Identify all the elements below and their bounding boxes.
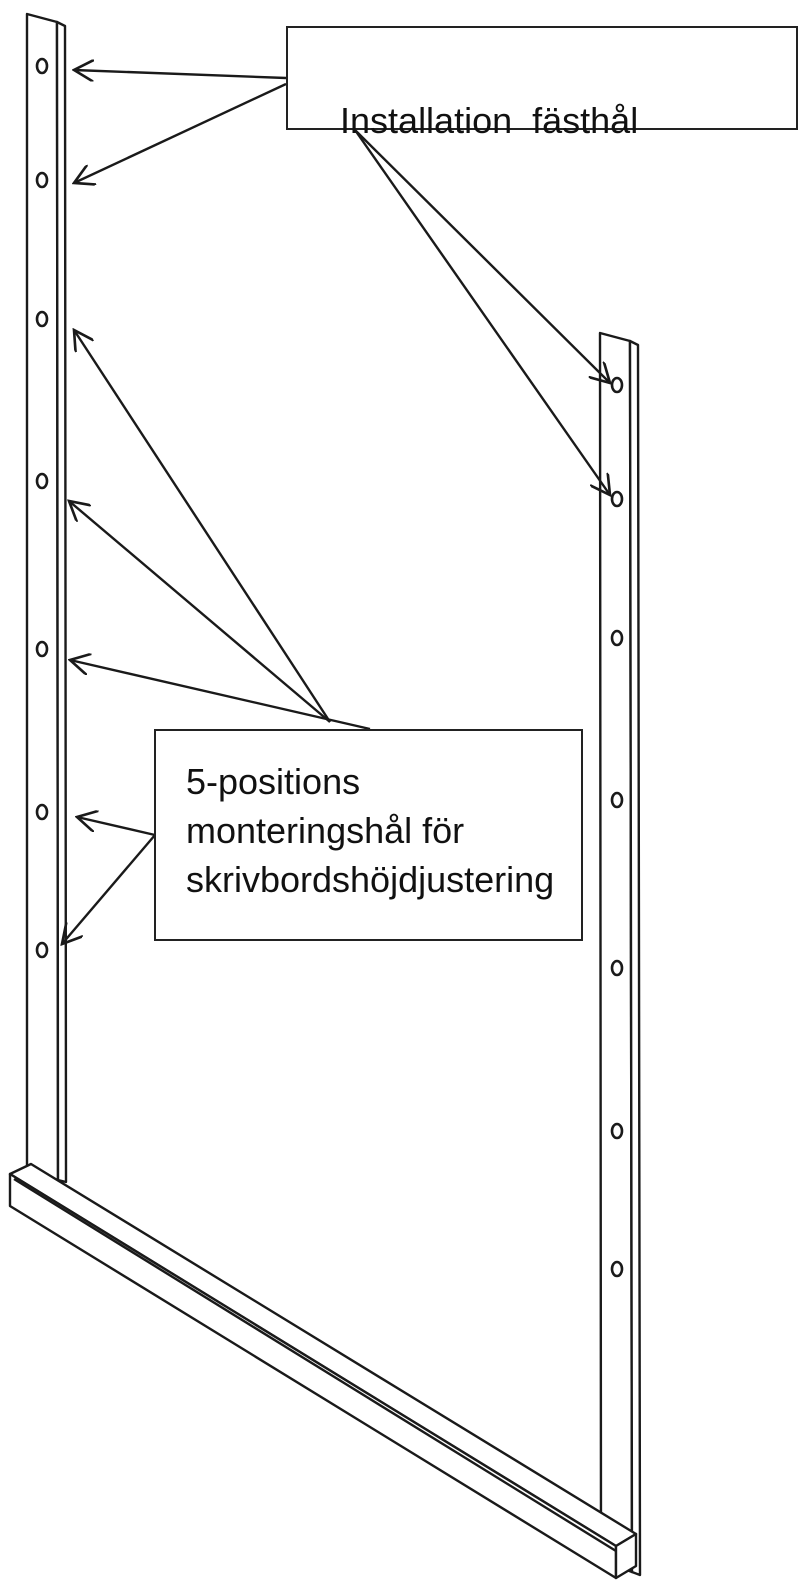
hole (610, 1260, 624, 1278)
hole (610, 791, 624, 809)
hole (35, 171, 49, 189)
left-upright-post (25, 12, 68, 1184)
arrow (354, 129, 610, 495)
hole (610, 959, 624, 977)
height-positions-line-2: monteringshål för (186, 810, 465, 851)
hole (35, 803, 49, 821)
arrow (77, 817, 156, 837)
bottom-crossbar (8, 1162, 638, 1580)
height-positions-label-box: 5-positions monteringshål för skrivbords… (154, 729, 583, 941)
arrow (62, 834, 156, 944)
mounting-hole-arrows (74, 70, 610, 495)
mounting-holes-label-box: Installation fästhål (286, 26, 798, 141)
hole (35, 941, 49, 959)
height-positions-line-1: 5-positions (186, 761, 361, 802)
hole (35, 57, 49, 75)
hole (610, 1122, 624, 1140)
hole (35, 640, 49, 658)
arrow (74, 330, 332, 723)
arrow (354, 129, 610, 383)
hole (35, 472, 49, 490)
hole (610, 490, 624, 508)
right-upright-post (598, 331, 642, 1577)
height-adjustment-arrows (62, 330, 371, 944)
arrow (70, 660, 371, 731)
arrow (69, 501, 331, 723)
mounting-holes-label: Installation fästhål (340, 100, 639, 141)
left-post-holes (35, 57, 49, 959)
hole (610, 629, 624, 647)
hole (35, 310, 49, 328)
arrow (74, 82, 287, 183)
right-post-holes (610, 376, 624, 1278)
hole (610, 376, 624, 394)
arrow (74, 70, 287, 78)
height-positions-line-3: skrivbordshöjdjustering (186, 859, 555, 900)
